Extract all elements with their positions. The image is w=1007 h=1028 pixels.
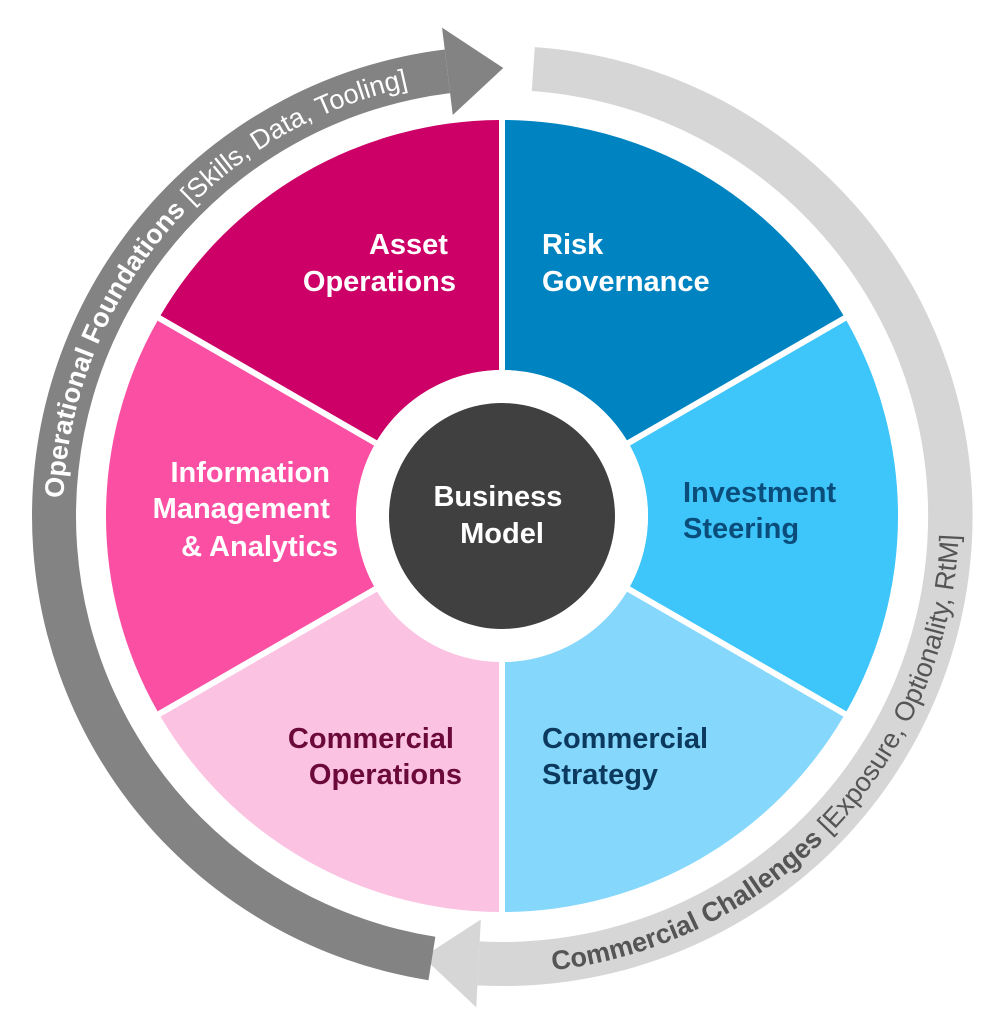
label-line: Operations [303, 266, 456, 298]
label-line: Investment [683, 477, 836, 509]
label-commercial-operations: Commercial Operations [288, 723, 462, 791]
label-investment-steering: Investment Steering [683, 477, 844, 545]
label-line: Information [170, 457, 330, 489]
segment-commercial-operations[interactable] [160, 591, 499, 912]
segment-asset-operations[interactable] [160, 120, 499, 441]
business-model-label: Business Model [433, 481, 570, 550]
business-model-circle[interactable] [389, 403, 615, 629]
segment-investment-steering[interactable] [629, 320, 899, 712]
right-ring-arrowhead [422, 919, 481, 1008]
label-line: Operations [309, 759, 462, 791]
label-line: Commercial [288, 723, 454, 755]
label-line: Strategy [542, 759, 658, 791]
segment-commercial-strategy[interactable] [505, 591, 844, 912]
label-information-management: Information Management & Analytics [153, 457, 338, 563]
label-commercial-strategy: Commercial Strategy [542, 723, 716, 791]
segment-information-management[interactable] [105, 320, 375, 712]
left-ring-arrow [32, 49, 451, 981]
label-line: Risk [542, 229, 604, 261]
left-ring-arrowhead [442, 27, 504, 116]
label-line: Steering [683, 513, 799, 545]
label-asset-operations: Asset Operations [303, 229, 456, 298]
center-label-line: Model [460, 518, 544, 550]
center-hub: Business Model [356, 370, 648, 662]
center-label-line: Business [433, 481, 562, 513]
segment-labels: Asset Operations Risk Governance Investm… [153, 229, 844, 791]
label-risk-governance: Risk Governance [542, 229, 710, 298]
wheel-segments [105, 120, 899, 912]
label-line: Management [153, 493, 331, 525]
label-line: & Analytics [181, 531, 338, 563]
label-line: Commercial [542, 723, 708, 755]
label-line: Asset [369, 229, 448, 261]
label-line: Governance [542, 266, 710, 298]
segment-risk-governance[interactable] [505, 120, 844, 441]
